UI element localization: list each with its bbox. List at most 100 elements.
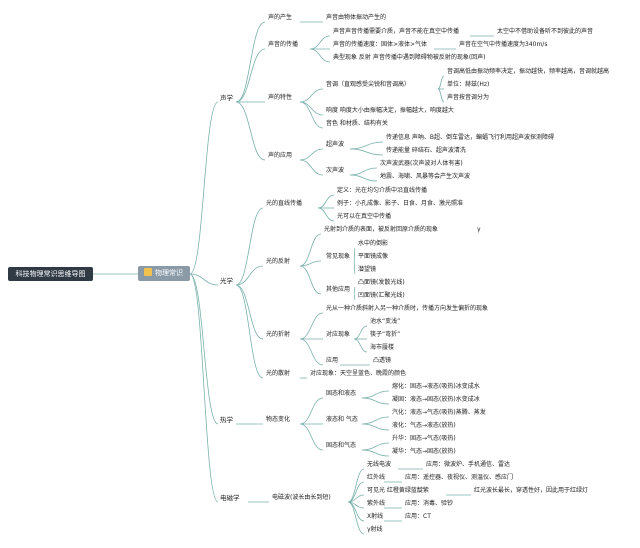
folder-icon [144,268,152,276]
connector-line [361,390,390,399]
connector-line [189,273,219,425]
connector-line [309,48,331,63]
leaf-reflect-c2: 平面镜成像 [358,253,389,260]
node-light-reflect[interactable]: 光的反射 [266,258,291,265]
connector-line [299,101,324,129]
node-em-gamma[interactable]: γ射线 [367,526,383,533]
leaf-em-radio-a: 应用：微波炉、手机通信、雷达 [426,461,511,468]
leaf-spread-echo: 典型现象 反射 声音传播中遇到障碍物被反射的现象(回声) [333,54,486,61]
node-em-xray[interactable]: X射线 [367,513,384,520]
leaf-heat-sl-b: 凝固：液态→固态(放热)水变成冰 [392,396,480,403]
connector-line [437,75,445,90]
connector-line [317,207,335,222]
node-em-ir[interactable]: 红外线 [367,474,386,481]
node-refract-common[interactable]: 对应现象 [326,331,351,338]
node-reflect-other[interactable]: 其他应用 [326,286,351,293]
node-use-infra[interactable]: 次声波 [326,167,345,174]
leaf-infra-a: 次声波武器(次声波对人体有害) [380,160,463,167]
node-heat-sg[interactable]: 固态和气态 [326,442,357,449]
connector-line [299,260,322,267]
node-sound-spread[interactable]: 声音的传播 [268,41,299,48]
leaf-straight-vacuum: 光可以在真空中传播 [337,213,392,220]
leaf-heat-lg-b: 液化：气态→液态(放热) [392,422,456,429]
node-sound-origin[interactable]: 声的产生 [268,14,293,21]
leaf-heat-sg-b: 凝华：气态→固态(放热) [392,448,456,455]
leaf-em-xray-a: 应用：CT [405,513,431,520]
leaf-tone-b: 单位：赫兹(Hz) [447,81,490,88]
connector-line [353,286,356,295]
leaf-traits-loud: 响度 响度大小由振幅决定，振幅越大，响度越大 [326,107,454,114]
connector-line [361,397,390,405]
leaf-tone-a: 音调高低由振动频率决定，振动越快，频率越高，音调就越高 [447,68,610,75]
leaf-heat-sg-a: 升华：固态→气态(吸热) [392,435,456,442]
connector-line [349,141,384,150]
connector-line [235,284,264,379]
central-node[interactable]: 物理常识 [138,266,190,281]
leaf-reflect-def: 光射到介质的表面，被反射回原介质的现象 [324,226,439,233]
node-light-disperse[interactable]: 光的散射 [266,370,291,377]
leaf-refract-c3: 海市蜃楼 [370,344,395,351]
connector-line [309,35,331,50]
branch-heat[interactable]: 热学 [220,416,233,424]
node-heat-sl[interactable]: 固态和液态 [326,390,357,397]
connector-line [189,273,219,503]
leaf-straight-def: 定义：光在均匀介质中沿直线传播 [337,187,428,194]
branch-em[interactable]: 电磁学 [220,494,240,502]
leaf-reflect-c3: 潜望镜 [358,266,377,273]
leaf-refract-c1: 池水“变浅” [370,318,401,325]
connector-line [353,260,356,275]
connector-line [299,423,324,451]
node-refract-app[interactable]: 应用 [326,357,339,364]
connector-line [189,273,219,286]
node-traits-tone[interactable]: 音调（直观感受尖锐和音调高） [326,81,411,88]
leaf-disperse-desc: 对应现象：天空呈蓝色、晚霞的颜色 [310,370,407,377]
leaf-heat-lg-a: 汽化：液态→气态(吸热)蒸腾、蒸发 [392,409,486,416]
connector-line [361,442,390,451]
node-em-visible[interactable]: 可见光 红橙黄绿蓝靛紫 [367,487,429,494]
node-heat-change[interactable]: 物态变化 [266,416,291,423]
node-use-ultra[interactable]: 超声波 [326,141,345,148]
node-em-uv[interactable]: 紫外线 [367,500,386,507]
branch-sound[interactable]: 声学 [220,94,233,102]
leaf-spread-medium-note: 太空中不借助设备听不到彼此的声音 [497,28,594,35]
root-node[interactable]: 科技物理常识思维导图 [8,267,93,281]
connector-line [299,88,324,103]
leaf-reflect-o1: 凸面镜(发散光线) [358,279,405,286]
leaf-infra-b: 地震、海啸、风暴等会产生次声波 [380,173,471,180]
connector-line [361,449,390,457]
node-sound-traits[interactable]: 声的特性 [268,94,293,101]
connector-line [349,148,384,156]
node-reflect-common[interactable]: 常见现象 [326,253,351,260]
connector-line [317,194,335,209]
node-light-refract[interactable]: 光的折射 [266,331,291,338]
node-sound-use[interactable]: 声的应用 [268,152,293,159]
connector-line [299,148,324,161]
leaf-ultra-b: 传递能量 碎结石、超声波清洗 [386,147,466,154]
leaf-traits-timbre: 音色 和材质、结构有关 [326,120,388,127]
connector-line [235,21,266,103]
connector-line [299,312,324,340]
connector-line [299,233,322,267]
leaf-reflect-c1: 水中的倒影 [358,240,389,247]
node-em-radio[interactable]: 无线电波 [367,461,392,468]
connector-line [353,293,356,301]
connector-line [347,501,365,535]
connector-line [299,265,322,295]
connector-line [437,88,445,103]
branch-light[interactable]: 光学 [220,277,233,285]
leaf-reflect-mark: γ [477,226,481,233]
connector-line [235,284,264,340]
node-em-wave[interactable]: 电磁波(波长由长到短) [272,494,331,501]
node-light-straight[interactable]: 光的直线传播 [266,200,303,207]
connector-line [235,101,266,161]
connector-line [235,48,266,103]
connector-line [299,397,324,425]
leaf-refract-c2: 筷子“弯折” [370,331,401,338]
connector-line [189,101,219,275]
connector-line [353,325,368,340]
connector-line [235,207,264,286]
connector-line [299,338,324,366]
leaf-sound-origin: 声音由物体振动产生的 [326,14,387,21]
node-heat-lg[interactable]: 液态和 气态 [326,416,358,423]
